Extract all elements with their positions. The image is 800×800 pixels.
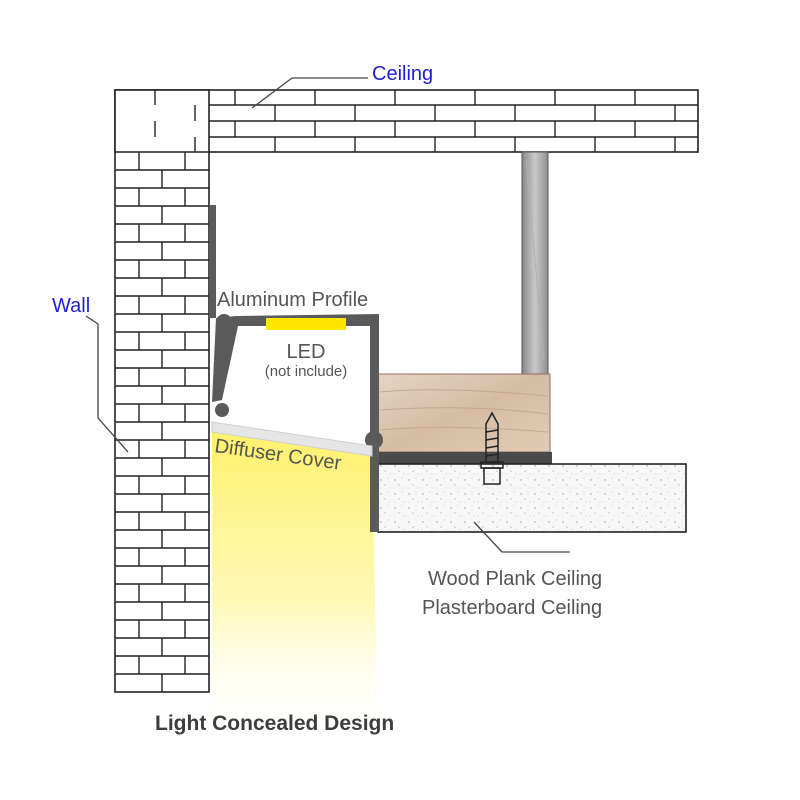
led-label: LED — [287, 341, 326, 363]
aluminum-profile-label: Aluminum Profile — [217, 289, 368, 311]
wood-plank-ceiling-label: Wood Plank Ceiling — [428, 568, 602, 590]
aluminum-profile — [209, 205, 383, 532]
brick-ceiling — [114, 89, 699, 153]
diagram-title: Light Concealed Design — [155, 712, 394, 735]
ceiling-brick-joints — [154, 90, 676, 152]
light-beam — [212, 428, 378, 742]
plasterboard-leader — [473, 521, 570, 553]
wood-plank — [377, 373, 551, 453]
ceiling-label: Ceiling — [372, 63, 433, 85]
wall-brick-courses — [115, 151, 209, 692]
diffuser-cover — [211, 421, 373, 457]
wall-leader — [85, 315, 129, 453]
plasterboard-ceiling-label: Plasterboard Ceiling — [422, 597, 602, 619]
ceiling-leader — [251, 77, 368, 109]
screw-icon — [480, 411, 504, 485]
wall-label: Wall — [52, 295, 90, 317]
plasterboard-ceiling — [377, 463, 687, 533]
led-strip — [266, 318, 346, 330]
led-note-label: (not include) — [265, 363, 348, 380]
